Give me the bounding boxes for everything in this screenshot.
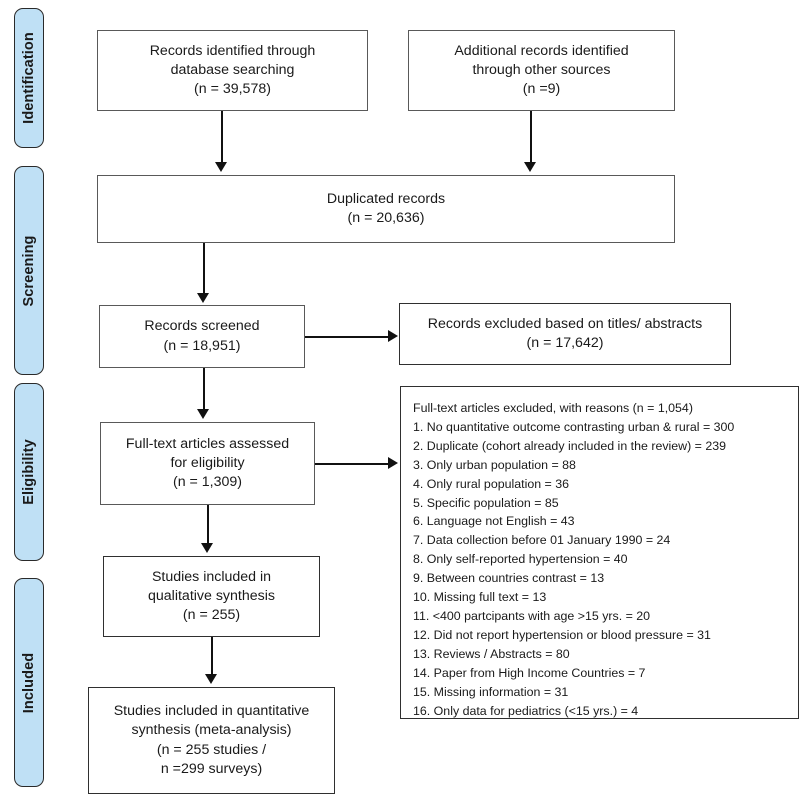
additional-records-line2: through other sources <box>472 61 611 78</box>
fulltext-assessed-line1: Full-text articles assessed <box>125 435 290 452</box>
stage-pill-screening: Screening <box>14 166 44 375</box>
exclusion-reason-2: 2. Duplicate (cohort already included in… <box>413 438 727 453</box>
quantitative-synthesis-line2: synthesis (meta-analysis) <box>131 722 292 739</box>
exclusion-reason-6: 6. Language not English = 43 <box>413 514 575 529</box>
records-identified-line3: (n = 39,578) <box>194 81 271 98</box>
exclusion-reason-12: 12. Did not report hypertension or blood… <box>413 627 711 642</box>
exclusion-reasons-header: Full-text articles excluded, with reason… <box>413 401 693 415</box>
exclusion-reason-16: 16. Only data for pediatrics (<15 yrs.) … <box>413 703 639 718</box>
arrowhead-identified-to-duplicated <box>215 162 227 172</box>
arrowhead-additional-to-duplicated <box>524 162 536 172</box>
exclusion-reason-11: 11. <400 partcipants with age >15 yrs. =… <box>413 608 651 623</box>
connector-additional-to-duplicated <box>530 111 532 164</box>
arrowhead-fulltext-to-exclusions <box>388 457 398 469</box>
exclusion-reason-7: 7. Data collection before 01 January 199… <box>413 533 671 548</box>
quantitative-synthesis-line4: n =299 surveys) <box>160 760 263 777</box>
box-records-screened: Records screened (n = 18,951) <box>99 305 305 368</box>
quantitative-synthesis-line1: Studies included in quantitative <box>113 703 310 720</box>
box-records-excluded: Records excluded based on titles/ abstra… <box>399 303 731 365</box>
connector-fulltext-to-exclusions <box>315 463 390 465</box>
exclusion-reason-14: 14. Paper from High Income Countries = 7 <box>413 665 646 680</box>
fulltext-assessed-line3: (n = 1,309) <box>172 474 242 491</box>
box-qualitative-synthesis: Studies included in qualitative synthesi… <box>103 556 320 637</box>
fulltext-assessed-line2: for eligibility <box>170 454 245 471</box>
records-excluded-line1: Records excluded based on titles/ abstra… <box>427 315 703 332</box>
box-exclusion-reasons: Full-text articles excluded, with reason… <box>400 386 799 719</box>
exclusion-reason-1: 1. No quantitative outcome contrasting u… <box>413 419 735 434</box>
stage-label-screening: Screening <box>21 234 37 307</box>
qualitative-synthesis-line1: Studies included in <box>151 568 272 585</box>
arrowhead-duplicated-to-screened <box>197 293 209 303</box>
connector-identified-to-duplicated <box>221 111 223 164</box>
exclusion-reason-4: 4. Only rural population = 36 <box>413 476 570 491</box>
qualitative-synthesis-line3: (n = 255) <box>182 607 241 624</box>
arrowhead-screened-to-fulltext <box>197 409 209 419</box>
exclusion-reason-15: 15. Missing information = 31 <box>413 684 569 699</box>
records-identified-line1: Records identified through <box>149 42 316 59</box>
exclusion-reason-9: 9. Between countries contrast = 13 <box>413 571 605 586</box>
connector-screened-to-fulltext <box>203 368 205 410</box>
exclusion-reason-5: 5. Specific population = 85 <box>413 495 559 510</box>
quantitative-synthesis-line3: (n = 255 studies / <box>156 741 267 758</box>
stage-pill-included: Included <box>14 578 44 787</box>
stage-pill-eligibility: Eligibility <box>14 383 44 561</box>
exclusion-reason-13: 13. Reviews / Abstracts = 80 <box>413 646 570 661</box>
duplicated-records-line1: Duplicated records <box>326 190 446 207</box>
box-quantitative-synthesis: Studies included in quantitative synthes… <box>88 687 335 794</box>
connector-qualitative-to-quantitative <box>211 637 213 675</box>
box-additional-records: Additional records identified through ot… <box>408 30 675 111</box>
stage-label-eligibility: Eligibility <box>21 439 37 505</box>
exclusion-reason-10: 10. Missing full text = 13 <box>413 590 547 605</box>
additional-records-line1: Additional records identified <box>454 42 629 59</box>
stage-pill-identification: Identification <box>14 8 44 148</box>
connector-fulltext-to-qualitative <box>207 505 209 544</box>
box-duplicated-records: Duplicated records (n = 20,636) <box>97 175 675 243</box>
records-screened-line1: Records screened <box>144 318 260 335</box>
records-excluded-line2: (n = 17,642) <box>526 335 604 351</box>
exclusion-reason-8: 8. Only self-reported hypertension = 40 <box>413 552 628 567</box>
arrowhead-fulltext-to-qualitative <box>201 543 213 553</box>
box-fulltext-assessed: Full-text articles assessed for eligibil… <box>100 422 315 505</box>
arrowhead-screened-to-excluded <box>388 330 398 342</box>
connector-duplicated-to-screened <box>203 243 205 294</box>
connector-screened-to-excluded <box>305 336 390 338</box>
exclusion-reason-3: 3. Only urban population = 88 <box>413 457 576 472</box>
qualitative-synthesis-line2: qualitative synthesis <box>148 587 275 604</box>
box-records-identified: Records identified through database sear… <box>97 30 368 111</box>
stage-label-included: Included <box>21 652 37 713</box>
arrowhead-qualitative-to-quantitative <box>205 674 217 684</box>
duplicated-records-line2: (n = 20,636) <box>347 210 425 226</box>
records-identified-line2: database searching <box>170 61 295 78</box>
additional-records-line3: (n =9) <box>522 81 561 98</box>
records-screened-line2: (n = 18,951) <box>163 337 241 354</box>
stage-label-identification: Identification <box>21 32 37 124</box>
